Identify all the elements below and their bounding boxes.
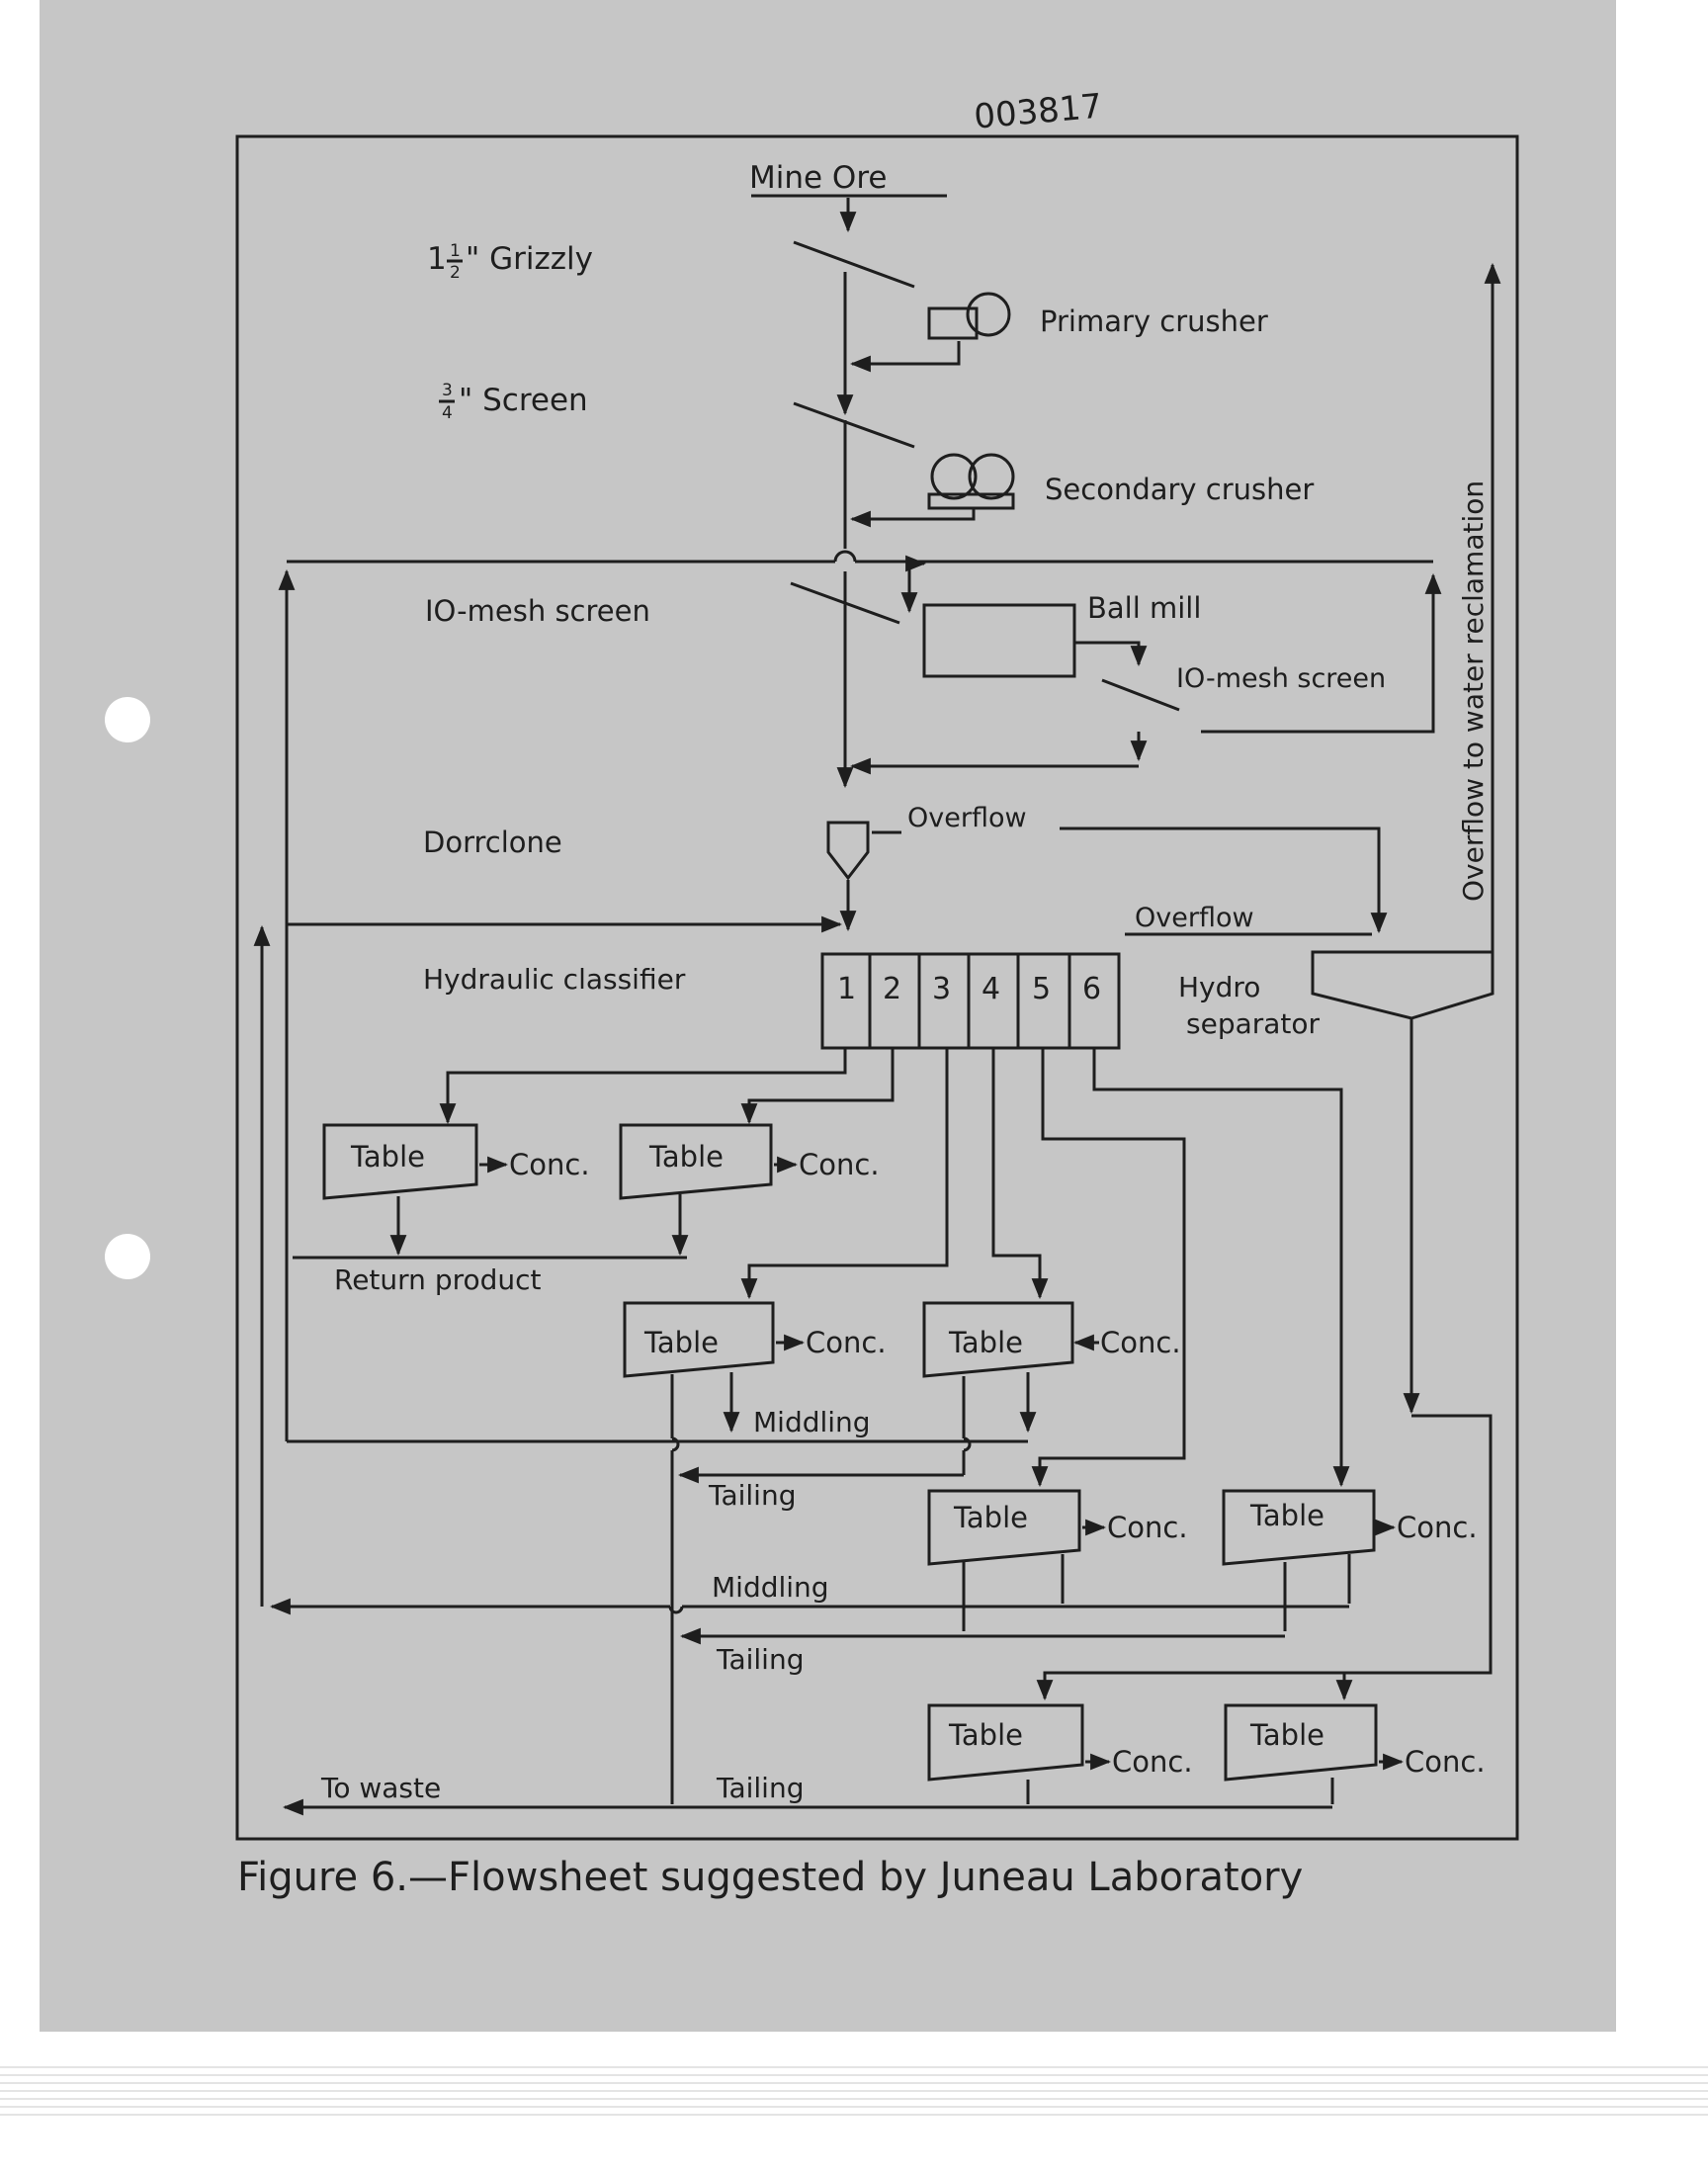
cell-6-feed	[1092, 1048, 1350, 1488]
to-waste-label: To waste	[320, 1772, 441, 1804]
dorrclone	[826, 821, 870, 881]
secondary-crusher-roll-right	[968, 453, 1015, 500]
cell-4-feed	[991, 1048, 1049, 1300]
figure-caption: Figure 6.—Flowsheet suggested by Juneau …	[237, 1855, 1303, 1900]
tailing-label-3: Tailing	[716, 1772, 804, 1804]
conc-label: Conc.	[1112, 1745, 1193, 1779]
document-stamp: 003817	[973, 87, 1104, 137]
mine-ore-label: Mine Ore	[749, 160, 887, 196]
table-r1-2-label: Table	[648, 1140, 724, 1174]
ball-mill	[922, 603, 1076, 678]
secondary-crusher-label: Secondary crusher	[1045, 473, 1314, 506]
table-r2-1	[623, 1301, 775, 1378]
primary-crusher-label: Primary crusher	[1040, 304, 1268, 338]
classifier-cell-4: 4	[982, 972, 1000, 1006]
ten-mesh-screen-2-label: IO-mesh screen	[1176, 663, 1386, 694]
conc-label: Conc.	[806, 1326, 887, 1359]
table-r4-2	[1224, 1703, 1378, 1782]
classifier-cell-6: 6	[1082, 972, 1101, 1006]
grizzly-fraction-den: 2	[450, 263, 461, 283]
ball-mill-discharge	[1074, 641, 1148, 667]
crossover-hop	[833, 550, 857, 563]
classifier-cell-1: 1	[837, 972, 856, 1006]
table-r1-1	[322, 1123, 478, 1200]
dorrclone-overflow-line	[1060, 826, 1388, 934]
primary-crusher-body	[927, 306, 979, 340]
hydro-separator	[1311, 950, 1494, 1020]
primary-crusher-return	[849, 341, 961, 373]
punch-hole	[105, 697, 150, 742]
screen-label: " Screen	[459, 383, 588, 418]
crossover-hop	[963, 1436, 972, 1452]
screen-fraction-den: 4	[442, 403, 453, 423]
diagram-frame	[235, 134, 1519, 1841]
ten-mesh-screen-2	[1101, 678, 1180, 712]
crossover-hop	[671, 1436, 680, 1452]
ten-mesh-screen-label: IO-mesh screen	[425, 594, 650, 628]
classifier-cell-2: 2	[883, 972, 901, 1006]
scan-strip	[0, 2066, 1708, 2116]
dorrclone-label: Dorrclone	[423, 826, 562, 859]
tailing-label-2: Tailing	[716, 1643, 804, 1676]
grizzly-suffix: " Grizzly	[466, 241, 593, 277]
table-r3-2-label: Table	[1249, 1499, 1324, 1532]
three-quarter-screen	[793, 401, 915, 449]
overflow-label-2: Overflow	[1135, 903, 1254, 933]
hydraulic-classifier	[820, 952, 1121, 1050]
table-r3-1	[927, 1489, 1081, 1566]
table-r2-1-label: Table	[643, 1326, 719, 1359]
cell-3-feed	[740, 1048, 949, 1300]
table-r3-1-label: Table	[953, 1501, 1028, 1534]
secondary-crusher-return	[849, 509, 976, 528]
cell-5-feed	[1031, 1048, 1186, 1488]
hydro-separator-feed	[1376, 1414, 1493, 1675]
table-r2-2	[922, 1301, 1074, 1378]
secondary-crusher-base	[927, 492, 1015, 510]
conc-label: Conc.	[1107, 1511, 1188, 1544]
conc-label: Conc.	[1405, 1745, 1486, 1779]
middling-label-1: Middling	[753, 1406, 871, 1438]
ball-mill-label: Ball mill	[1087, 591, 1201, 625]
ten-mesh-screen-1	[790, 581, 900, 625]
screen-2-oversize-return	[1201, 572, 1442, 734]
table-r4-1-feed	[1036, 1671, 1376, 1701]
table-r4-1	[927, 1703, 1084, 1782]
table-r1-2	[619, 1123, 773, 1200]
tailing-label-1: Tailing	[708, 1479, 796, 1512]
table-r2-2-label: Table	[948, 1326, 1023, 1359]
grizzly-label: 1	[427, 241, 447, 277]
secondary-crusher-roll-left	[930, 453, 978, 500]
primary-crusher-roll	[966, 292, 1011, 337]
water-reclamation-label: Overflow to water reclamation	[1457, 480, 1490, 902]
table-r3-2	[1222, 1489, 1376, 1566]
classifier-cell-5: 5	[1032, 972, 1051, 1006]
table-r4-2-label: Table	[1249, 1718, 1324, 1752]
screen-fraction-num: 3	[442, 381, 453, 400]
hydro-separator-label-2: separator	[1186, 1007, 1321, 1040]
conc-label: Conc.	[799, 1148, 880, 1181]
hydro-separator-label-1: Hydro	[1178, 971, 1260, 1003]
conc-label: Conc.	[1100, 1326, 1181, 1359]
document-page	[40, 0, 1616, 2032]
return-product-label: Return product	[334, 1263, 542, 1296]
cell-1-feed	[439, 1048, 847, 1125]
grizzly-screen	[793, 240, 915, 289]
crossover-hop	[668, 1606, 684, 1614]
punch-hole	[105, 1234, 150, 1279]
overflow-label-1: Overflow	[907, 803, 1027, 833]
grizzly-fraction-num: 1	[450, 241, 461, 261]
table-r1-1-label: Table	[350, 1140, 425, 1174]
conc-label: Conc.	[509, 1148, 590, 1181]
hydraulic-classifier-label: Hydraulic classifier	[423, 963, 686, 996]
conc-label: Conc.	[1397, 1511, 1478, 1544]
table-r4-1-label: Table	[948, 1718, 1023, 1752]
classifier-cell-3: 3	[932, 972, 951, 1006]
cell-2-feed	[740, 1048, 895, 1125]
middling-label-2: Middling	[712, 1571, 829, 1604]
